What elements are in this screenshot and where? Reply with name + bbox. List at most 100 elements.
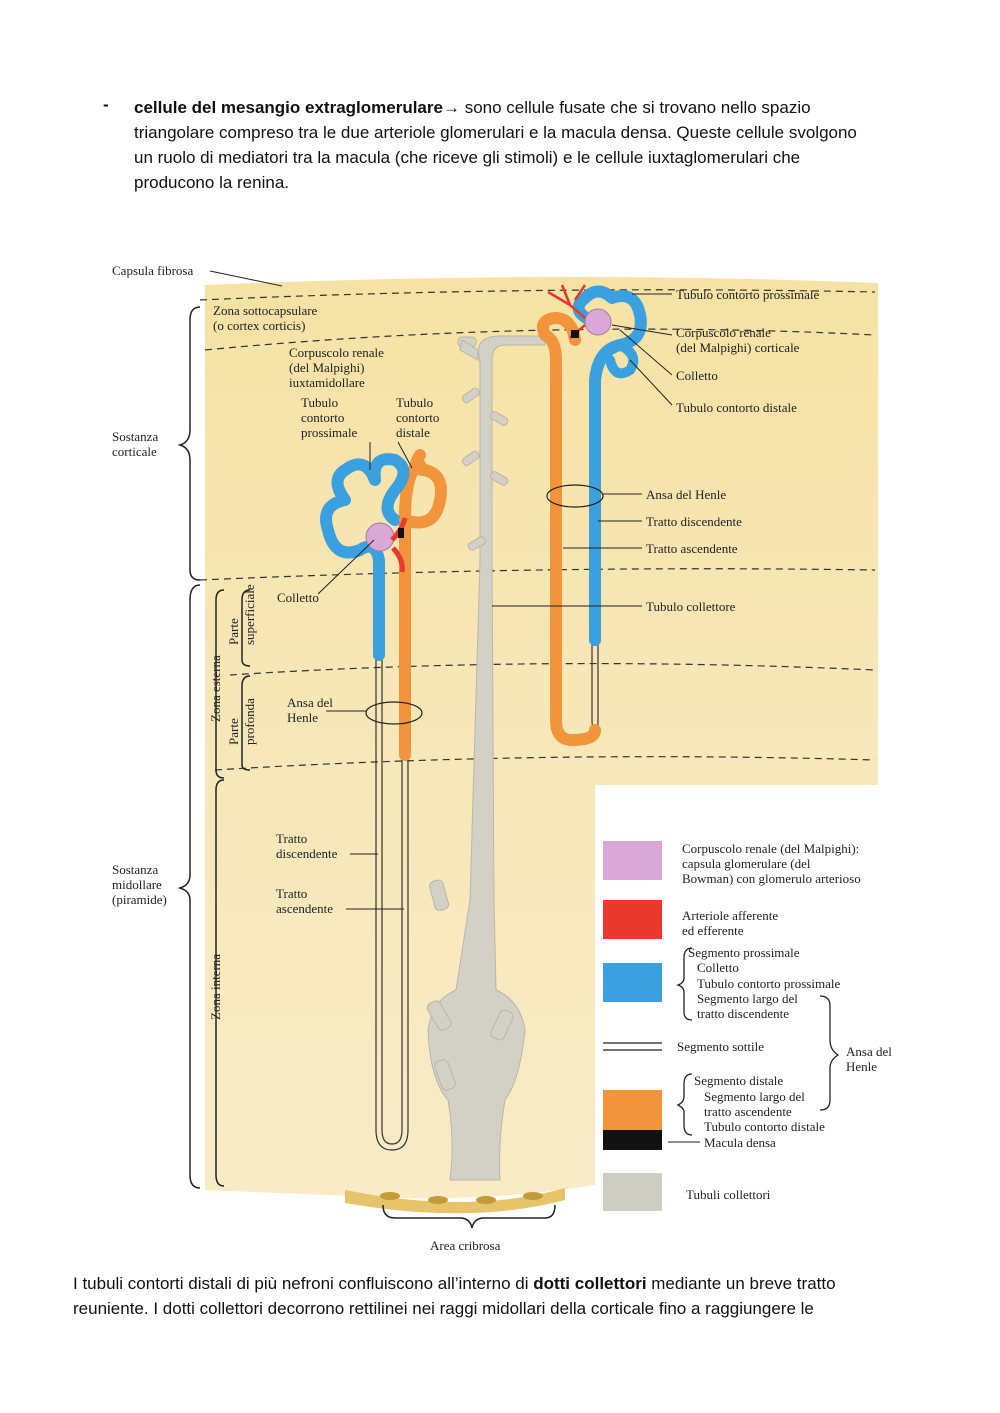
label-tubulo-prox-juxta-2: contorto: [301, 410, 344, 425]
cortical-ansa-marker: [546, 484, 604, 508]
bottom-term-dotti-collettori: dotti collettori: [533, 1274, 647, 1293]
legend-macula: Macula densa: [704, 1135, 776, 1150]
legend-sottile: Segmento sottile: [677, 1039, 764, 1054]
legend: Corpuscolo renale (del Malpighi): capsul…: [603, 841, 892, 1211]
label-tratto-asc-cortical: Tratto ascendente: [646, 541, 738, 556]
label-sostanza-midollare-3: (piramide): [112, 892, 167, 907]
label-zona-esterna: Zona esterna: [208, 655, 223, 722]
legend-prox-1: Segmento prossimale: [688, 945, 800, 960]
legend-ansa-2: Henle: [846, 1059, 877, 1074]
bullet-line-1: sono cellule fusate che si trovano nello…: [459, 98, 811, 117]
cortical-proximal-extra: [605, 340, 639, 379]
area-cribrosa-band: [345, 1188, 565, 1214]
juxta-corpuscle: [365, 522, 395, 552]
cortical-macula-densa: [571, 330, 579, 338]
bullet-term: cellule del mesangio extraglomerulare: [134, 98, 443, 117]
label-tubulo-dist-juxta-1: Tubulo: [396, 395, 433, 410]
label-parte-profonda-1: Parte: [226, 718, 241, 745]
legend-swatch-macula: [603, 1130, 662, 1150]
legend-dist-2: Segmento largo del: [704, 1089, 805, 1104]
label-tubulo-prox-juxta-1: Tubulo: [301, 395, 338, 410]
label-sostanza-corticale-1: Sostanza: [112, 429, 158, 444]
label-parte-superficiale-1: Parte: [226, 618, 241, 645]
bottom-line-1c: mediante un breve tratto: [646, 1274, 836, 1293]
bullet-paragraph: cellule del mesangio extraglomerulare→ s…: [134, 95, 934, 195]
legend-dist-4: Tubulo contorto distale: [704, 1119, 825, 1134]
legend-collettori: Tubuli collettori: [686, 1187, 771, 1202]
label-tratto-asc-juxta-1: Tratto: [276, 886, 307, 901]
legend-ansa-1: Ansa del: [846, 1044, 892, 1059]
label-ansa-juxta-2: Henle: [287, 710, 318, 725]
label-parte-profonda-2: profonda: [242, 698, 257, 745]
label-tratto-disc-juxta-2: discendente: [276, 846, 338, 861]
legend-swatch-corpuscolo: [603, 841, 662, 880]
legend-prox-5: tratto discendente: [697, 1006, 789, 1021]
legend-corpuscolo-1: Corpuscolo renale (del Malpighi):: [682, 841, 859, 856]
cortical-distal-convoluted: [537, 311, 581, 346]
cortical-descending-thick: [572, 285, 647, 646]
legend-dist-3: tratto ascendente: [704, 1104, 792, 1119]
label-corpuscolo-cortical-1: Corpuscolo renale: [676, 325, 771, 340]
legend-corpuscolo-2: capsula glomerulare (del: [682, 856, 811, 871]
legend-arteriole-2: ed efferente: [682, 923, 744, 938]
label-tratto-asc-juxta-2: ascendente: [276, 901, 333, 916]
legend-swatch-arteriole: [603, 900, 662, 939]
legend-prox-4: Segmento largo del: [697, 991, 798, 1006]
label-tratto-disc-juxta-1: Tratto: [276, 831, 307, 846]
label-sostanza-midollare-1: Sostanza: [112, 862, 158, 877]
cortical-ascending-thick: [539, 329, 601, 747]
label-sostanza-midollare-2: midollare: [112, 877, 162, 892]
bullet-line-4: producono la renina.: [134, 173, 290, 192]
label-corpuscolo-juxta-1: Corpuscolo renale: [289, 345, 384, 360]
label-corpuscolo-juxta-3: iuxtamidollare: [289, 375, 365, 390]
legend-dist-1: Segmento distale: [694, 1073, 783, 1088]
area-cribrosa-pores: [380, 1192, 543, 1204]
label-tratto-disc-cortical: Tratto discendente: [646, 514, 742, 529]
cortical-arterioles: [547, 284, 587, 339]
label-ansa-cortical: Ansa del Henle: [646, 487, 726, 502]
bullet-line-3: un ruolo di mediatori tra la macula (che…: [134, 148, 801, 167]
bottom-line-2: reuniente. I dotti collettori decorrono …: [73, 1299, 814, 1318]
label-cortex-corticis: (o cortex corticis): [213, 318, 305, 333]
label-tubulo-collettore: Tubulo collettore: [646, 599, 736, 614]
legend-prox-2: Colletto: [697, 960, 739, 975]
bullet-arrow: →: [442, 98, 460, 117]
bottom-line-1a: I tubuli contorti distali di più nefroni…: [73, 1274, 534, 1293]
bottom-paragraph: I tubuli contorti distali di più nefroni…: [73, 1271, 933, 1321]
label-parte-superficiale-2: superficiale: [242, 584, 257, 645]
legend-arteriole-1: Arteriole afferente: [682, 908, 778, 923]
bullet-dash: -: [103, 95, 109, 114]
juxta-henle-loop: [375, 655, 409, 1151]
juxta-distal-convoluted: [399, 449, 447, 529]
label-capsula-fibrosa: Capsula fibrosa: [112, 263, 193, 278]
bullet-line-2: triangolare compreso tra le due arteriol…: [134, 123, 857, 142]
juxta-ansa-marker: [365, 701, 423, 725]
label-tubulo-prossimale-cortical: Tubulo contorto prossimale: [676, 287, 819, 302]
label-tubulo-dist-juxta-3: distale: [396, 425, 430, 440]
label-sostanza-corticale-2: corticale: [112, 444, 157, 459]
collecting-duct: [426, 335, 546, 1181]
legend-prox-3: Tubulo contorto prossimale: [697, 976, 840, 991]
cortical-corpuscle: [584, 308, 612, 336]
juxta-proximal-tubule: [320, 453, 410, 661]
label-corpuscolo-juxta-2: (del Malpighi): [289, 360, 364, 375]
label-ansa-juxta-1: Ansa del: [287, 695, 333, 710]
label-tubulo-dist-juxta-2: contorto: [396, 410, 439, 425]
legend-swatch-collettori: [603, 1173, 662, 1211]
label-zona-interna: Zona interna: [208, 954, 223, 1020]
label-tubulo-distale-cortical: Tubulo contorto distale: [676, 400, 797, 415]
label-zona-sottocapsulare: Zona sottocapsulare: [213, 303, 318, 318]
juxta-macula-densa: [398, 528, 404, 538]
area-cribrosa-bracket: [382, 1204, 556, 1229]
label-tubulo-prox-juxta-3: prossimale: [301, 425, 358, 440]
label-colletto-juxta: Colletto: [277, 590, 319, 605]
legend-swatch-prossimale: [603, 963, 662, 1002]
label-corpuscolo-cortical-2: (del Malpighi) corticale: [676, 340, 800, 355]
kidney-tissue-background: [205, 276, 878, 1199]
left-brackets: [177, 306, 251, 1189]
label-colletto-cortical: Colletto: [676, 368, 718, 383]
legend-corpuscolo-3: Bowman) con glomerulo arterioso: [682, 871, 861, 886]
label-area-cribrosa: Area cribrosa: [430, 1238, 501, 1253]
zone-boundaries: [199, 289, 876, 771]
